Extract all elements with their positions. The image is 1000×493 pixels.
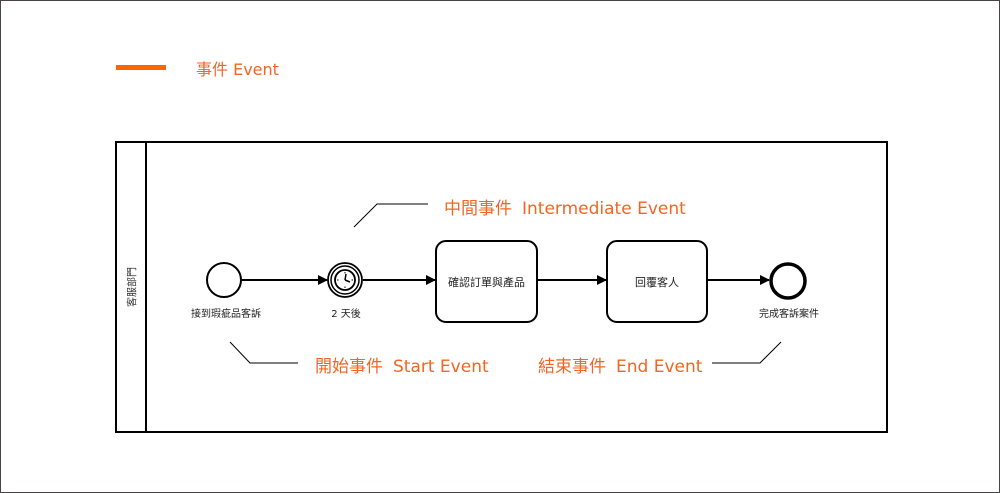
annotation-connector-intermediate (353, 203, 428, 228)
start-event-label: 接到瑕疵品客訴 (191, 309, 261, 320)
annotation-end-zh: 結束事件 (538, 357, 606, 377)
task-confirm-order[interactable] (435, 240, 538, 323)
start-event[interactable] (206, 262, 242, 298)
annotation-intermediate-zh: 中間事件 (444, 199, 512, 219)
legend-swatch (116, 65, 166, 70)
annotation-start-en: Start Event (393, 357, 489, 377)
annotation-start-zh: 開始事件 (315, 357, 383, 377)
task-reply-customer-label: 回覆客人 (635, 275, 679, 289)
annotation-end-event: 結束事件 End Event (538, 352, 702, 377)
legend-label: 事件 Event (196, 60, 279, 79)
annotation-end-en: End Event (616, 357, 703, 377)
pool (115, 141, 888, 433)
clock-icon (334, 269, 356, 291)
lane-label: 客服部門 (127, 267, 139, 307)
task-confirm-order-label: 確認訂單與產品 (448, 275, 525, 289)
end-event[interactable] (769, 262, 807, 300)
task-reply-customer[interactable] (606, 240, 708, 323)
intermediate-timer-event[interactable] (327, 262, 363, 298)
annotation-connector-end (712, 341, 782, 364)
annotation-connector-start (229, 341, 298, 364)
end-event-label: 完成客訴案件 (759, 309, 819, 320)
timer-event-label: 2 天後 (331, 309, 361, 320)
annotation-intermediate-event: 中間事件 Intermediate Event (444, 194, 686, 219)
annotation-start-event: 開始事件 Start Event (315, 352, 489, 377)
annotation-intermediate-en: Intermediate Event (522, 199, 686, 219)
